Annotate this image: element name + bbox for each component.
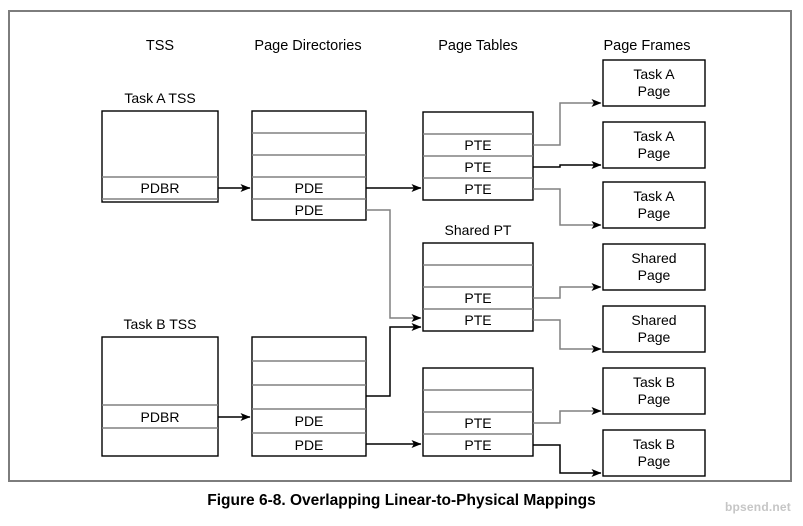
task-b-pde-cell-2: PDE xyxy=(294,437,324,453)
page-frame-text-1: Task A Page xyxy=(633,66,674,100)
watermark: bpsend.net xyxy=(724,500,791,514)
connector-pde-a2-to-shared-pt xyxy=(366,209,422,322)
shared-pte-cell-2: PTE xyxy=(464,312,492,328)
page-frame-line2: Page xyxy=(637,145,671,161)
task-a-tss-pdbr-cell: PDBR xyxy=(140,180,180,196)
connector-shared-pte2-to-frame-5 xyxy=(533,319,602,353)
task-b-pte-cell-1: PTE xyxy=(464,415,492,431)
task-a-pte-cell-3: PTE xyxy=(464,181,492,197)
page-frame-line2: Page xyxy=(637,391,671,407)
task-a-page-directory-box xyxy=(251,110,367,221)
page-frame-line1: Task A xyxy=(633,66,675,82)
shared-page-table-label: Shared PT xyxy=(444,222,512,238)
task-b-page-table-box xyxy=(422,367,534,457)
page-frame-line2: Page xyxy=(637,329,671,345)
column-header-page-directories: Page Directories xyxy=(254,38,362,54)
task-a-pte-cell-2: PTE xyxy=(464,159,492,175)
shared-pte-cell-1: PTE xyxy=(464,290,492,306)
shared-page-table-box xyxy=(422,242,534,332)
page-frame-line1: Task B xyxy=(632,436,676,452)
column-header-page-tables: Page Tables xyxy=(438,38,518,54)
connector-pte-b1-to-frame-6 xyxy=(533,407,602,424)
task-a-tss-label: Task A TSS xyxy=(124,90,196,106)
task-b-pte-cell-2: PTE xyxy=(464,437,492,453)
page-frame-line2: Page xyxy=(637,453,671,469)
page-frame-line1: Task B xyxy=(632,374,676,390)
connector-pde-b1-to-shared-pt xyxy=(366,323,422,397)
connector-pte-b2-to-frame-7 xyxy=(533,444,602,477)
task-b-page-directory-box xyxy=(251,336,367,457)
page-frame-line1: Task A xyxy=(633,188,675,204)
connector-pte-a2-to-frame-2 xyxy=(533,161,602,169)
page-frame-boxes xyxy=(602,59,706,477)
page-frame-text-7: Task B Page xyxy=(633,436,675,470)
page-frame-text-2: Task A Page xyxy=(633,128,674,162)
page-frame-line2: Page xyxy=(637,205,671,221)
column-header-page-frames: Page Frames xyxy=(603,38,691,54)
page-frame-line2: Page xyxy=(637,83,671,99)
page-frame-line1: Task A xyxy=(633,128,675,144)
page-frame-text-3: Task A Page xyxy=(633,188,674,222)
page-frame-line2: Page xyxy=(637,267,671,283)
task-b-tss-box xyxy=(101,336,219,457)
page-frame-text-5: Shared Page xyxy=(631,312,676,346)
task-a-tss-box xyxy=(101,110,219,203)
task-a-pde-cell-1: PDE xyxy=(294,180,324,196)
task-a-pte-cell-1: PTE xyxy=(464,137,492,153)
task-b-tss-pdbr-cell: PDBR xyxy=(140,409,180,425)
connector-shared-pte1-to-frame-4 xyxy=(533,283,602,299)
connector-pte-a3-to-frame-3 xyxy=(533,188,602,229)
task-a-page-table-box xyxy=(422,111,534,201)
connector-pte-a1-to-frame-1 xyxy=(533,99,602,146)
page-frame-text-4: Shared Page xyxy=(631,250,676,284)
column-header-tss: TSS xyxy=(145,38,175,54)
task-a-pde-cell-2: PDE xyxy=(294,202,324,218)
task-b-pde-cell-1: PDE xyxy=(294,413,324,429)
figure-caption: Figure 6-8. Overlapping Linear-to-Physic… xyxy=(207,492,596,509)
page-frame-text-6: Task B Page xyxy=(633,374,675,408)
page-frame-line1: Shared xyxy=(631,250,677,266)
task-b-tss-label: Task B TSS xyxy=(123,316,197,332)
page-frame-line1: Shared xyxy=(631,312,677,328)
